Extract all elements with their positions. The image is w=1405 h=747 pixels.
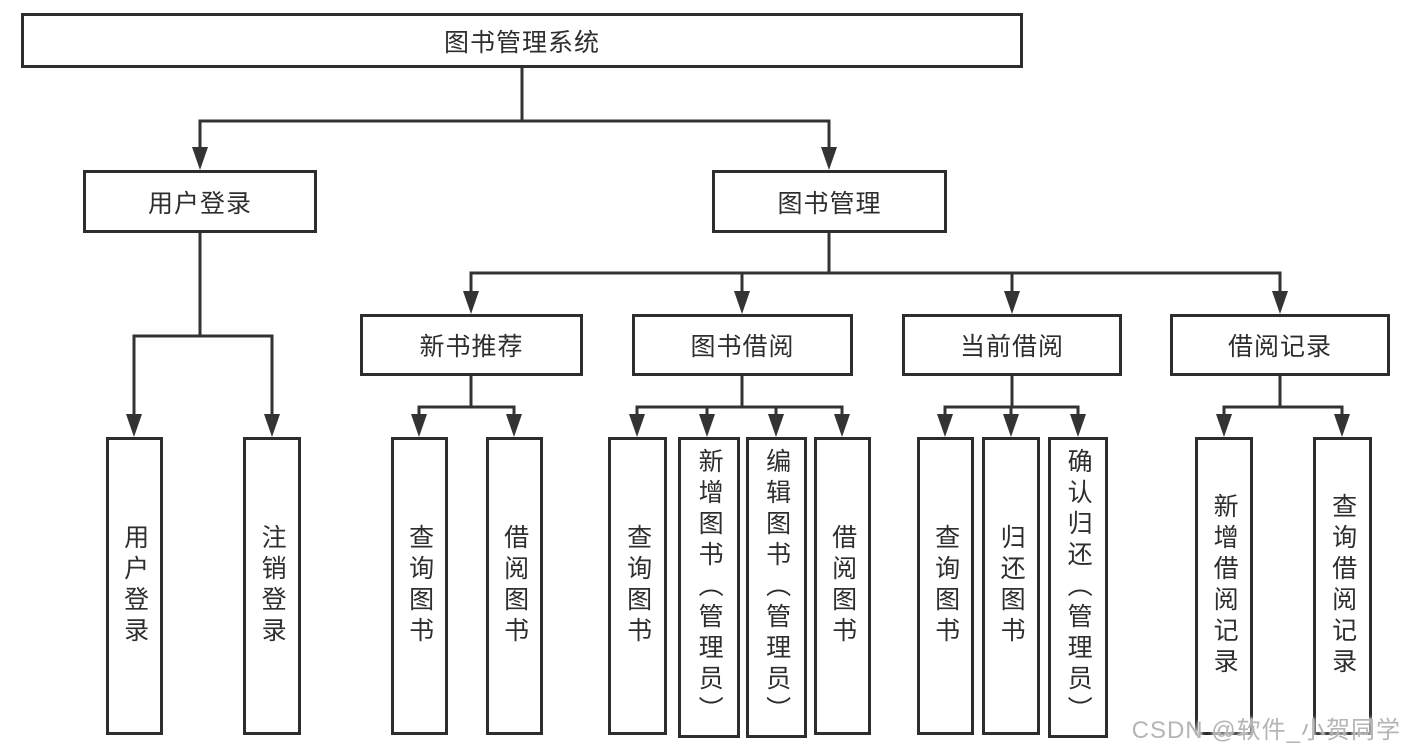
arrowhead-icon	[768, 414, 784, 437]
leaf-records-add: 新增借阅记录	[1195, 437, 1253, 735]
connector-current-to-leaves	[937, 374, 1086, 437]
leaf-borrowing-edit-admin-label: 编辑图书（管理员）	[762, 448, 791, 727]
leaf-user-login-label: 用户登录	[120, 524, 149, 648]
leaf-newbooks-borrow: 借阅图书	[486, 437, 543, 735]
connector-root-to-level2	[192, 66, 837, 170]
leaf-borrowing-add-admin-label: 新增图书（管理员）	[695, 448, 724, 727]
leaf-borrowing-add-admin: 新增图书（管理员）	[678, 437, 740, 738]
node-book-management-label: 图书管理	[777, 189, 882, 218]
arrowhead-icon	[126, 414, 142, 437]
arrowhead-icon	[1004, 291, 1020, 314]
arrowhead-icon	[821, 147, 837, 170]
leaf-borrowing-edit-admin: 编辑图书（管理员）	[746, 437, 807, 738]
node-current-borrowing-label: 当前借阅	[959, 333, 1064, 361]
arrowhead-icon	[192, 147, 208, 170]
arrowhead-icon	[734, 291, 750, 314]
arrowhead-icon	[1272, 291, 1288, 314]
leaf-records-query: 查询借阅记录	[1313, 437, 1372, 735]
arrowhead-icon	[1334, 414, 1350, 437]
leaf-current-confirm-admin: 确认归还（管理员）	[1048, 437, 1108, 738]
arrowhead-icon	[463, 291, 479, 314]
node-book-management: 图书管理	[712, 170, 947, 233]
leaf-records-add-label: 新增借阅记录	[1210, 493, 1239, 679]
node-root: 图书管理系统	[21, 13, 1023, 68]
leaf-current-query-label: 查询图书	[931, 524, 960, 648]
node-new-book-recommend-label: 新书推荐	[419, 333, 524, 361]
leaf-newbooks-borrow-label: 借阅图书	[500, 524, 529, 648]
leaf-logout: 注销登录	[243, 437, 301, 735]
node-new-book-recommend: 新书推荐	[360, 314, 583, 376]
leaf-logout-label: 注销登录	[258, 524, 287, 648]
leaf-borrowing-query-label: 查询图书	[623, 524, 652, 648]
arrowhead-icon	[937, 414, 953, 437]
leaf-current-confirm-admin-label: 确认归还（管理员）	[1064, 448, 1093, 727]
connector-mgmt-to-level3	[463, 231, 1288, 314]
node-book-borrowing: 图书借阅	[632, 314, 853, 376]
arrowhead-icon	[1070, 414, 1086, 437]
leaf-user-login: 用户登录	[106, 437, 163, 735]
csdn-watermark: CSDN @软件_小贺同学	[1131, 717, 1401, 744]
leaf-borrowing-borrow-label: 借阅图书	[828, 524, 857, 648]
connector-newbooks-to-leaves	[411, 374, 522, 437]
arrowhead-icon	[411, 414, 427, 437]
arrowhead-icon	[264, 414, 280, 437]
arrowhead-icon	[506, 414, 522, 437]
leaf-current-return-label: 归还图书	[997, 524, 1026, 648]
arrowhead-icon	[1003, 414, 1019, 437]
arrowhead-icon	[699, 414, 715, 437]
node-user-login-label: 用户登录	[147, 189, 252, 218]
leaf-newbooks-query-label: 查询图书	[405, 524, 434, 648]
connector-borrowing-to-leaves	[629, 374, 850, 437]
leaf-records-query-label: 查询借阅记录	[1328, 493, 1357, 679]
arrowhead-icon	[629, 414, 645, 437]
arrowhead-icon	[834, 414, 850, 437]
connector-records-to-leaves	[1216, 374, 1350, 437]
leaf-current-return: 归还图书	[982, 437, 1040, 735]
node-root-label: 图书管理系统	[443, 28, 600, 57]
node-borrowing-records: 借阅记录	[1170, 314, 1390, 376]
node-book-borrowing-label: 图书借阅	[690, 333, 795, 361]
leaf-borrowing-borrow: 借阅图书	[814, 437, 871, 735]
leaf-current-query: 查询图书	[917, 437, 974, 735]
node-user-login: 用户登录	[83, 170, 317, 233]
arrowhead-icon	[1216, 414, 1232, 437]
connector-login-to-leaves	[126, 231, 280, 437]
node-current-borrowing: 当前借阅	[902, 314, 1122, 376]
leaf-borrowing-query: 查询图书	[608, 437, 667, 735]
node-borrowing-records-label: 借阅记录	[1227, 333, 1332, 361]
leaf-newbooks-query: 查询图书	[391, 437, 448, 735]
